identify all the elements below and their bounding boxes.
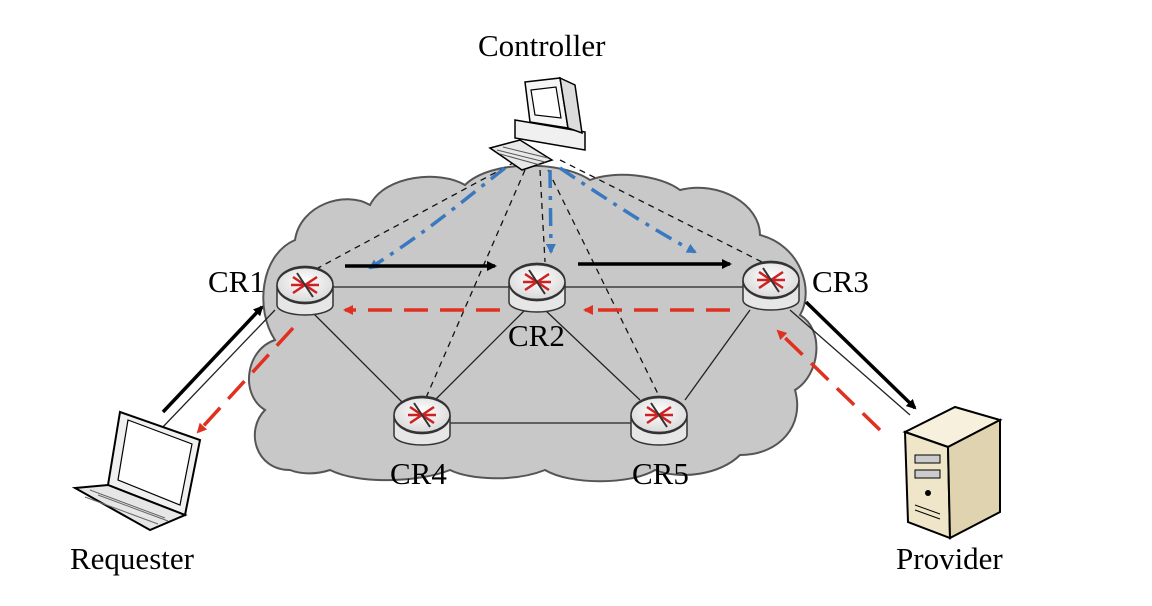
controller-links — [317, 159, 763, 401]
router-cr5-icon — [630, 395, 688, 446]
controller-computer-icon — [488, 76, 586, 171]
cr5-label: CR5 — [632, 456, 689, 491]
cr3-label: CR3 — [812, 264, 869, 299]
provider-server-icon — [902, 405, 1003, 540]
cr1-label: CR1 — [208, 264, 265, 299]
cr4-label: CR4 — [390, 456, 447, 491]
cr2-label: CR2 — [508, 318, 565, 353]
provider-label: Provider — [896, 541, 1003, 576]
controller-label: Controller — [478, 28, 606, 63]
control-arrows — [368, 166, 697, 270]
data-arrows — [196, 305, 882, 434]
router-cr2-icon — [508, 262, 566, 313]
router-cr3-icon — [742, 260, 800, 311]
router-cr4-icon — [393, 395, 451, 446]
router-cr1-icon — [276, 265, 334, 316]
interest-arrows — [161, 259, 917, 414]
router-links — [159, 286, 911, 431]
requester-label: Requester — [70, 541, 194, 576]
requester-laptop-icon — [71, 410, 202, 532]
